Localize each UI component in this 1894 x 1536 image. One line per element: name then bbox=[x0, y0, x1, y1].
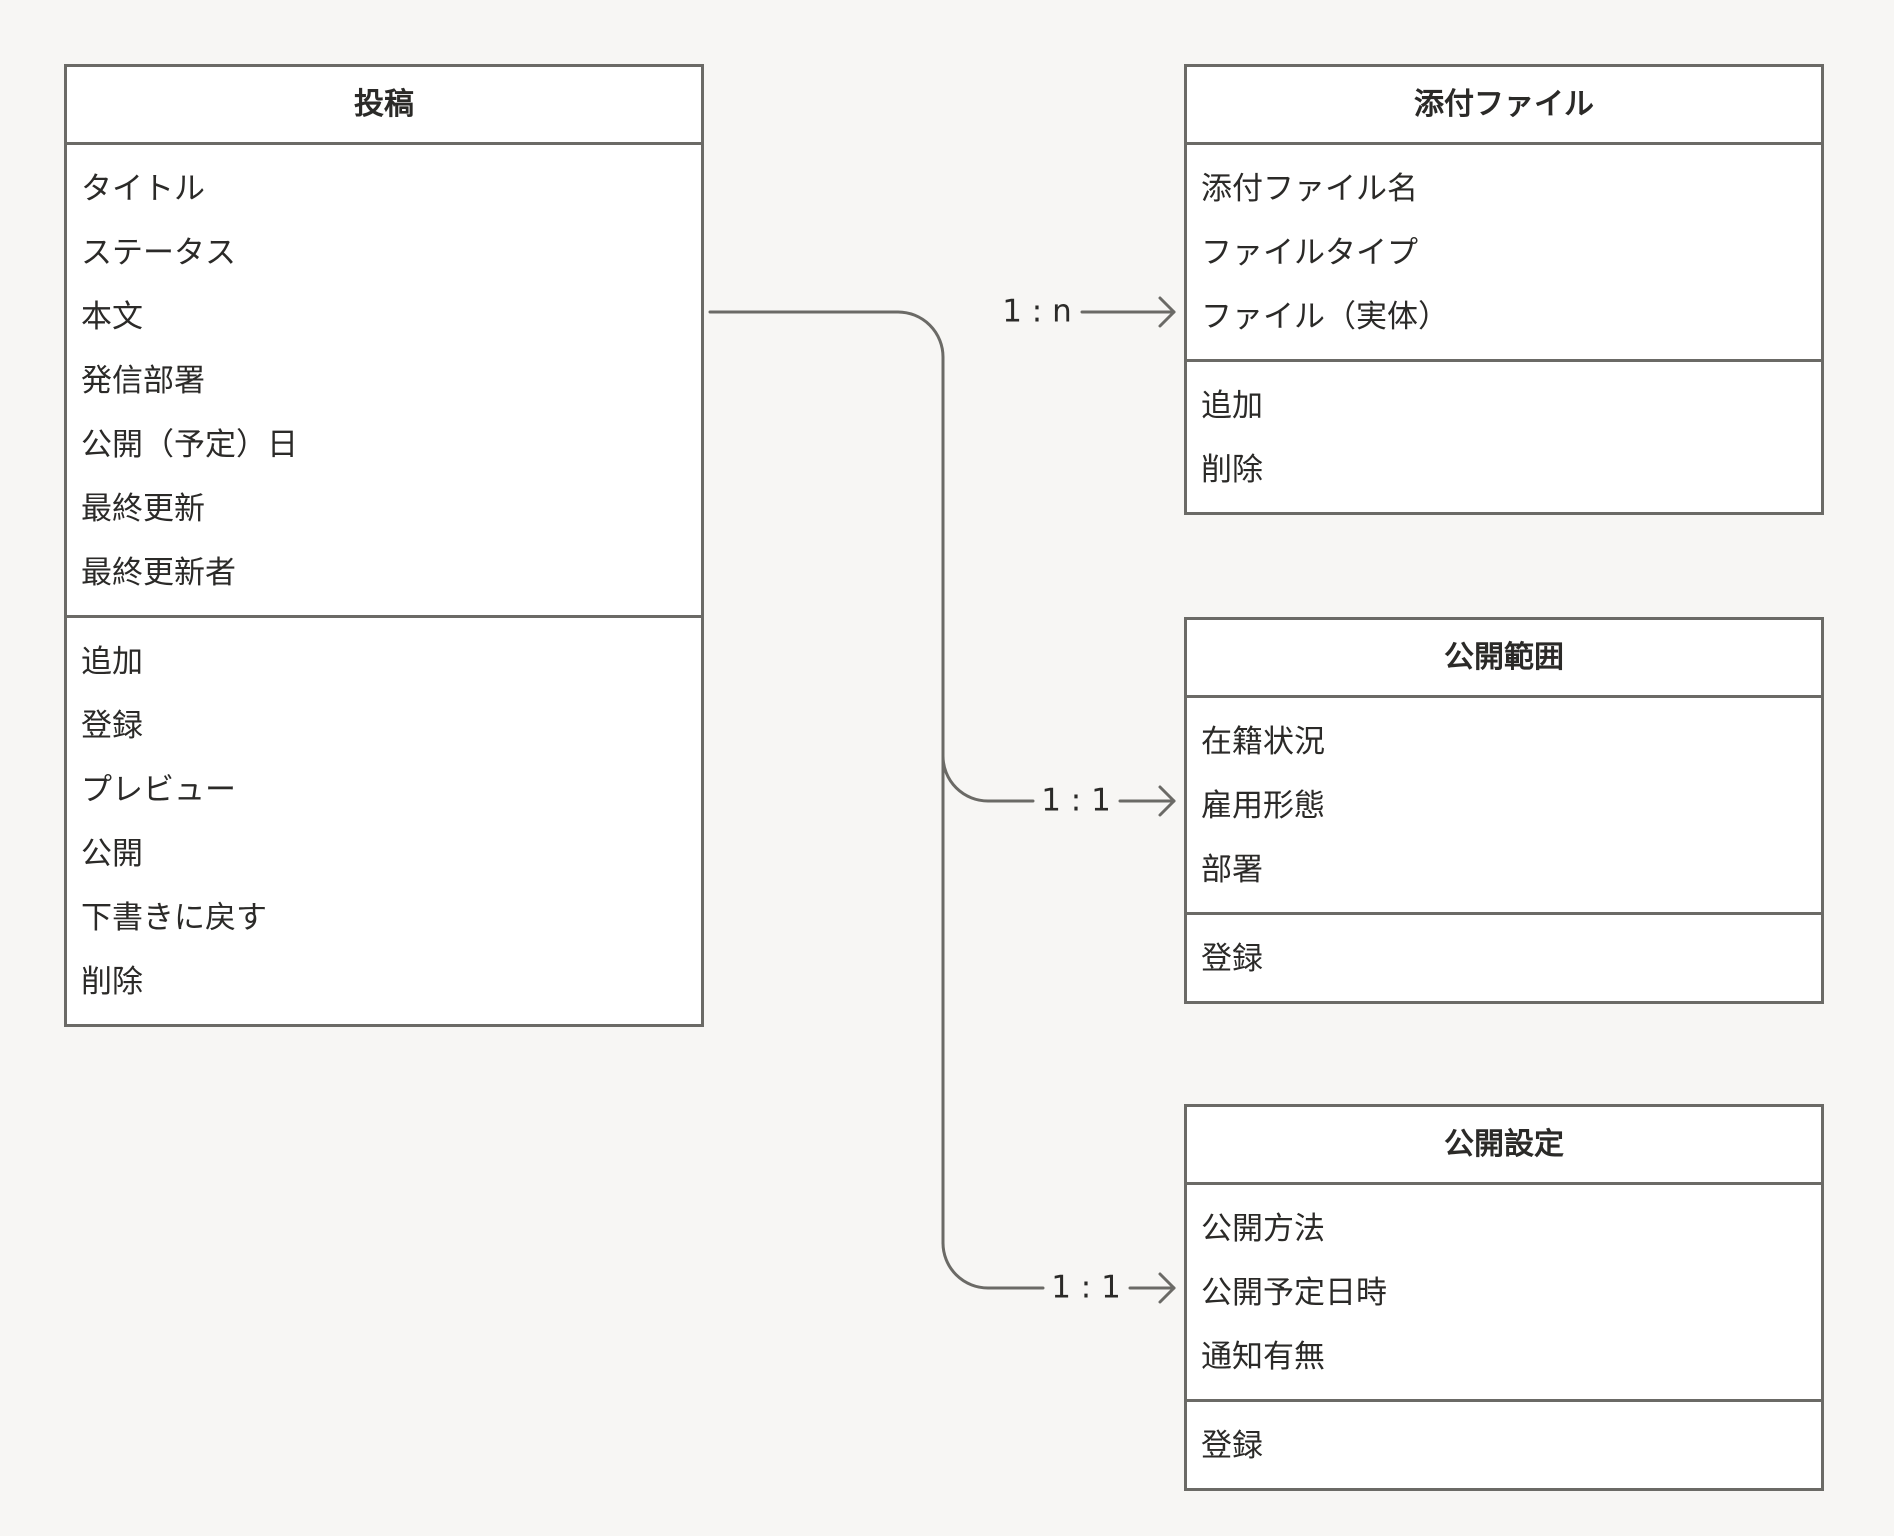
attribute-item: 公開予定日時 bbox=[1201, 1275, 1387, 1311]
attribute-item: 本文 bbox=[81, 299, 143, 335]
relation-line-settings bbox=[941, 1241, 1045, 1290]
operation-compartment: 追加 削除 bbox=[1187, 359, 1821, 512]
operation-item: 登録 bbox=[1201, 941, 1263, 977]
attribute-item: 在籍状況 bbox=[1201, 724, 1325, 760]
attribute-item: 雇用形態 bbox=[1201, 788, 1325, 824]
attribute-item: 発信部署 bbox=[81, 363, 205, 399]
attribute-item: 通知有無 bbox=[1201, 1339, 1325, 1375]
operation-compartment: 登録 bbox=[1187, 1399, 1821, 1488]
attribute-item: ファイルタイプ bbox=[1201, 235, 1418, 271]
class-name: 公開設定 bbox=[1187, 1107, 1821, 1185]
multiplicity-label: 1 : n bbox=[1002, 294, 1072, 330]
class-name: 公開範囲 bbox=[1187, 620, 1821, 698]
operation-item: 登録 bbox=[1201, 1428, 1263, 1464]
operation-item: 削除 bbox=[1201, 452, 1263, 488]
operation-item: 削除 bbox=[81, 964, 143, 1000]
operation-compartment: 登録 bbox=[1187, 912, 1821, 1001]
class-settings: 公開設定 公開方法 公開予定日時 通知有無 登録 bbox=[1184, 1104, 1824, 1491]
attribute-item: タイトル bbox=[81, 171, 205, 207]
relation-line-scope bbox=[941, 754, 1035, 803]
attribute-item: 最終更新 bbox=[81, 491, 205, 527]
attribute-item: ステータス bbox=[81, 235, 236, 271]
multiplicity-label: 1 : 1 bbox=[1051, 1270, 1121, 1306]
class-scope: 公開範囲 在籍状況 雇用形態 部署 登録 bbox=[1184, 617, 1824, 1004]
class-name: 投稿 bbox=[67, 67, 701, 145]
attribute-item: 公開方法 bbox=[1201, 1211, 1325, 1247]
operation-item: 登録 bbox=[81, 708, 143, 744]
operation-compartment: 追加 登録 プレビュー 公開 下書きに戻す 削除 bbox=[67, 615, 701, 1024]
class-post: 投稿 タイトル ステータス 本文 発信部署 公開（予定）日 最終更新 最終更新者… bbox=[64, 64, 704, 1027]
attribute-item: 添付ファイル名 bbox=[1201, 171, 1418, 207]
class-name: 添付ファイル bbox=[1187, 67, 1821, 145]
class-attachment: 添付ファイル 添付ファイル名 ファイルタイプ ファイル（実体） 追加 削除 bbox=[1184, 64, 1824, 515]
attribute-item: 部署 bbox=[1201, 852, 1263, 888]
operation-item: 公開 bbox=[81, 836, 143, 872]
attribute-compartment: タイトル ステータス 本文 発信部署 公開（予定）日 最終更新 最終更新者 bbox=[67, 145, 701, 615]
attribute-item: 最終更新者 bbox=[81, 555, 236, 591]
operation-item: プレビュー bbox=[81, 772, 236, 808]
relation-line-attachment bbox=[708, 310, 945, 1245]
operation-item: 追加 bbox=[81, 644, 143, 680]
attribute-compartment: 在籍状況 雇用形態 部署 bbox=[1187, 698, 1821, 912]
attribute-compartment: 添付ファイル名 ファイルタイプ ファイル（実体） bbox=[1187, 145, 1821, 359]
multiplicity-label: 1 : 1 bbox=[1041, 783, 1111, 819]
arrowhead-scope bbox=[1158, 785, 1176, 817]
attribute-item: ファイル（実体） bbox=[1201, 299, 1449, 335]
operation-item: 下書きに戻す bbox=[81, 900, 267, 936]
attribute-item: 公開（予定）日 bbox=[81, 427, 298, 463]
operation-item: 追加 bbox=[1201, 388, 1263, 424]
arrowhead-attachment bbox=[1158, 296, 1176, 328]
arrowhead-settings bbox=[1158, 1272, 1176, 1304]
attribute-compartment: 公開方法 公開予定日時 通知有無 bbox=[1187, 1185, 1821, 1399]
